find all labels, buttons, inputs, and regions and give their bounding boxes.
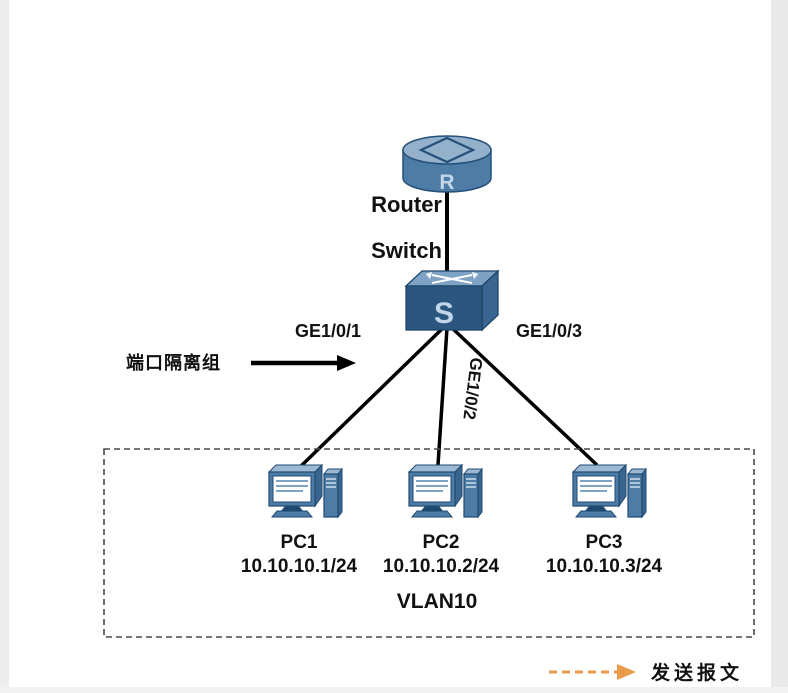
page-edge-left: [0, 0, 9, 693]
legend-arrowhead-icon: [617, 664, 636, 680]
router-top-diamond-icon: [418, 136, 476, 164]
link-switch-pc3: [450, 326, 599, 467]
pc2-icon: [408, 464, 483, 518]
isolation-group-label: 端口隔离组: [126, 352, 221, 373]
router-icon: R: [402, 135, 492, 194]
legend-send-label: 发送报文: [650, 661, 743, 684]
switch-crossed-arrows-icon: [426, 272, 478, 284]
pc2-ip: 10.10.10.2/24: [383, 556, 500, 577]
vlan-label: VLAN10: [397, 590, 478, 613]
page-edge-right: [771, 0, 788, 693]
router-label: Router: [371, 192, 442, 217]
pc1-ip: 10.10.10.1/24: [241, 556, 358, 577]
port-label-ge101: GE1/0/1: [295, 321, 361, 341]
router-letter: R: [439, 171, 454, 194]
port-label-ge103: GE1/0/3: [516, 321, 582, 341]
page-edge-bottom: [0, 687, 788, 693]
isolation-group-callout: 端口隔离组: [126, 352, 356, 373]
legend-send-packet: 发送报文: [549, 661, 743, 684]
switch-icon: S: [404, 269, 500, 332]
port-label-ge102: GE1/0/2: [459, 357, 485, 421]
switch-label: Switch: [371, 238, 442, 263]
isolation-arrowhead-icon: [337, 355, 356, 371]
pc3-ip: 10.10.10.3/24: [546, 556, 663, 577]
link-switch-pc2: [436, 327, 449, 466]
pc1-icon: [268, 464, 343, 518]
link-switch-pc1: [298, 326, 445, 469]
pc3-name: PC3: [586, 532, 623, 553]
switch-letter: S: [434, 297, 454, 330]
pc2-name: PC2: [423, 532, 460, 553]
pc3-icon: [572, 464, 647, 518]
pc1-name: PC1: [281, 532, 318, 553]
vlan-boundary-box: [103, 448, 755, 638]
